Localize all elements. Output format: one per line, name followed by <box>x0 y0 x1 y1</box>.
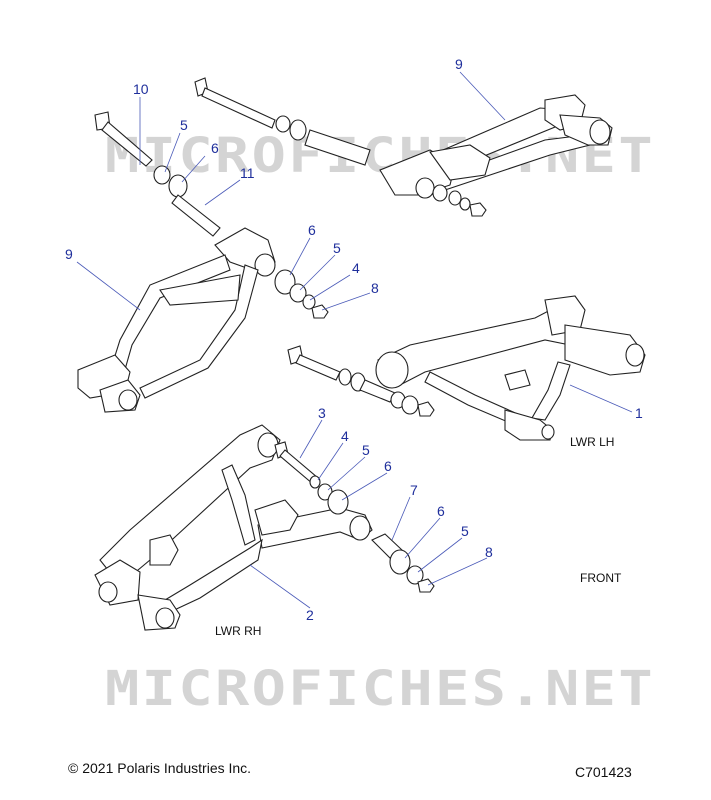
callout-10: 10 <box>133 81 149 97</box>
lower-arm-left <box>375 295 646 441</box>
callouts: 10 5 6 11 9 9 6 5 4 8 1 3 4 5 6 7 6 5 8 … <box>65 56 643 623</box>
callout-11: 11 <box>240 165 255 181</box>
bolt-10-assembly <box>94 111 221 237</box>
callout-5: 5 <box>362 442 370 458</box>
callout-2: 2 <box>306 607 314 623</box>
drawing-number: C701423 <box>575 764 632 780</box>
callout-6: 6 <box>384 458 392 474</box>
copyright-text: © 2021 Polaris Industries Inc. <box>68 760 252 776</box>
bushing-7-assembly <box>371 533 435 593</box>
label-lwr-rh: LWR RH <box>215 624 261 638</box>
lower-arm-right <box>94 424 373 631</box>
long-bolt-upper <box>194 77 371 166</box>
label-lwr-lh: LWR LH <box>570 435 614 449</box>
leader-lines <box>76 71 633 609</box>
label-front: FRONT <box>580 571 622 585</box>
callout-8: 8 <box>485 544 493 560</box>
callout-4: 4 <box>352 260 360 276</box>
callout-4: 4 <box>341 428 349 444</box>
callout-6: 6 <box>437 503 445 519</box>
callout-8: 8 <box>371 280 379 296</box>
callout-7: 7 <box>410 482 418 498</box>
callout-1: 1 <box>635 405 643 421</box>
bolt-3-assembly <box>274 441 349 515</box>
callout-9: 9 <box>65 246 73 262</box>
callout-5: 5 <box>333 240 341 256</box>
callout-3: 3 <box>318 405 326 421</box>
callout-6: 6 <box>308 222 316 238</box>
callout-9: 9 <box>455 56 463 72</box>
watermark-bottom: MICROFICHES.NET <box>105 661 655 717</box>
upper-arm-left <box>77 227 276 413</box>
callout-5: 5 <box>180 117 188 133</box>
callout-6: 6 <box>211 140 219 156</box>
callout-5: 5 <box>461 523 469 539</box>
middle-bolt <box>287 345 435 417</box>
watermark-top: MICROFICHES.NET <box>105 128 655 184</box>
upper-arm-right <box>379 94 613 217</box>
